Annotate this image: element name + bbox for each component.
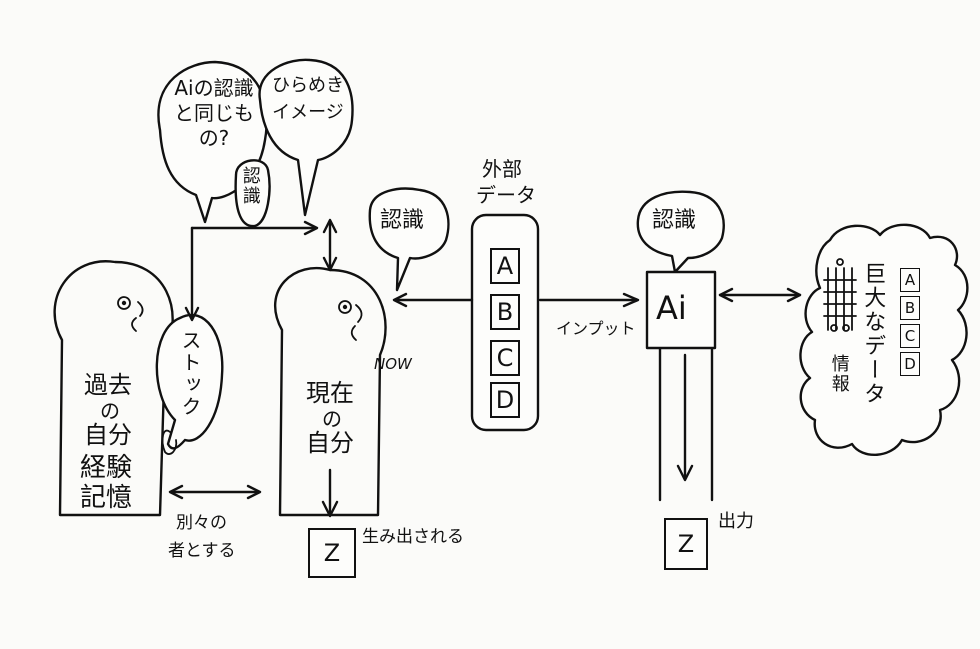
past-self-label-5: 記憶 [80, 483, 133, 513]
present-output-label: 生み出される [362, 527, 464, 547]
present-self-label-2: の [322, 407, 342, 431]
external-data-title-1: 外部 [482, 157, 522, 181]
huge-data-item-a: A [900, 268, 920, 292]
data-scribble [823, 258, 857, 332]
ai-output-box: Z [664, 518, 708, 570]
input-label: インプット [556, 319, 636, 338]
huge-data-sub-label: 情報 [828, 354, 850, 394]
ai-recognition-text: 認識 [652, 208, 697, 233]
huge-data-item-c: C [900, 324, 920, 348]
huge-data-cloud [799, 223, 969, 457]
past-self-label-1: 過去 [84, 371, 132, 399]
huge-data-item-b: B [900, 296, 920, 320]
ai-question-text: Aiの認識と同じもの? [174, 76, 254, 150]
ai-output-label: 出力 [718, 511, 754, 532]
past-self-label-4: 経験 [80, 453, 133, 483]
huge-data-item-d: D [900, 352, 920, 376]
separate-label-2: 者とする [168, 541, 236, 561]
past-self-label-3: 自分 [84, 421, 132, 449]
external-data-item-b: B [490, 294, 520, 330]
past-self-label-2: の [100, 399, 120, 423]
external-data-item-a: A [490, 248, 520, 284]
now-label: NOW [374, 355, 412, 373]
external-data-item-c: C [490, 340, 520, 376]
ai-label: Ai [656, 289, 687, 327]
ai-recognition-bubble [636, 190, 725, 274]
stock-label: ストック [178, 330, 202, 418]
external-data-title-2: データ [476, 183, 536, 207]
now-recognition-bubble [368, 187, 450, 292]
ai-output-letter: Z [677, 530, 695, 558]
ai-box [645, 270, 717, 350]
inspiration-bubble [258, 58, 354, 217]
present-self-label-1: 現在 [306, 379, 354, 407]
small-recognition-bubble [234, 159, 271, 228]
present-output-letter: Z [323, 539, 341, 567]
present-self-label-3: 自分 [306, 429, 354, 457]
stock-bubble [155, 313, 224, 450]
huge-data-label: 巨大なデータ [860, 262, 886, 406]
small-recognition-text: 認識 [239, 166, 261, 206]
inspiration-text: ひらめきイメージ [272, 75, 344, 123]
external-data-item-d: D [490, 382, 520, 418]
present-output-box: Z [308, 528, 356, 578]
now-recognition-text: 認識 [380, 208, 425, 233]
separate-label-1: 別々の [176, 513, 227, 533]
